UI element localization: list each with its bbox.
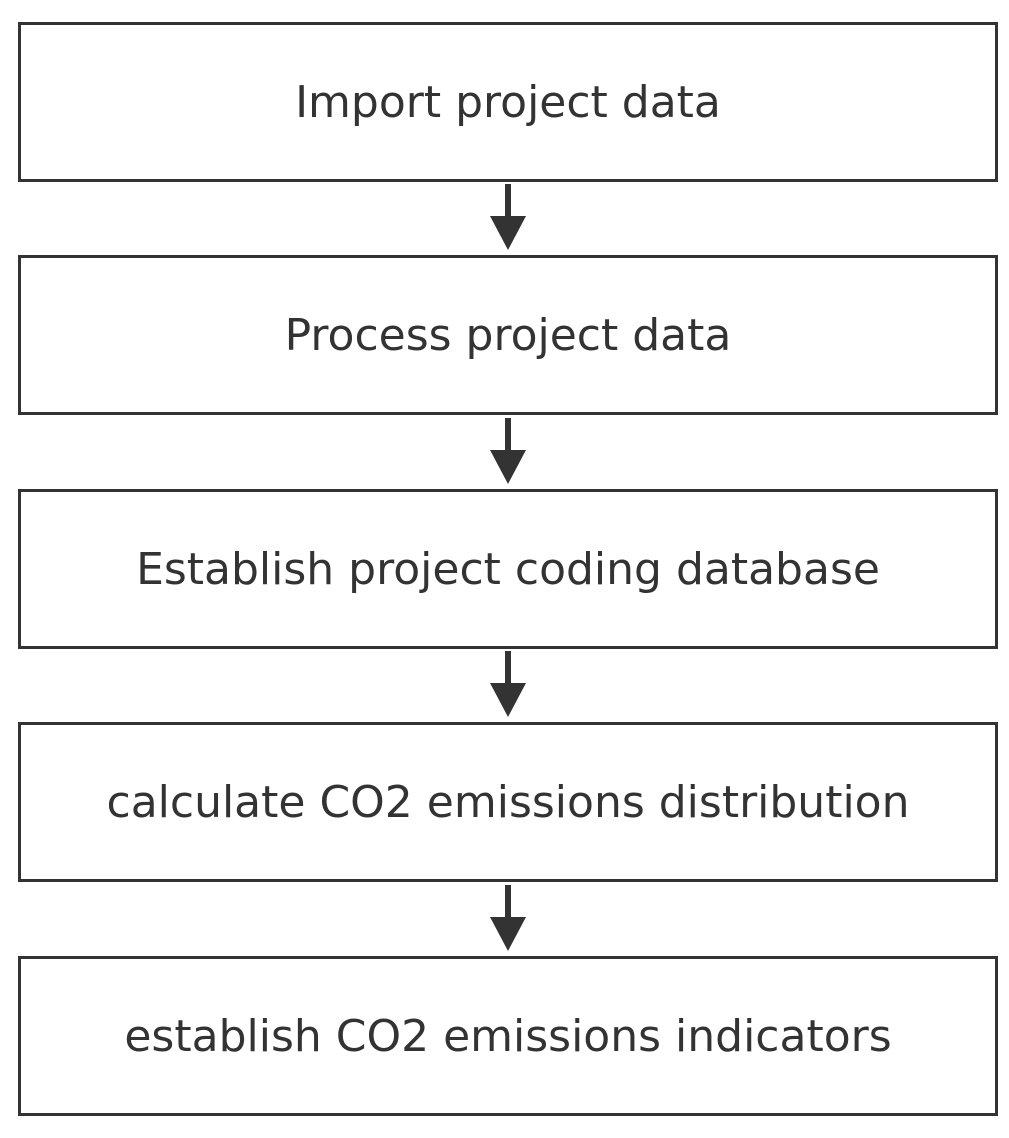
- step-label: Establish project coding database: [136, 543, 880, 595]
- down-arrow-icon: [490, 885, 526, 951]
- step-box-establish-coding-database: Establish project coding database: [18, 489, 998, 649]
- step-box-process-project-data: Process project data: [18, 255, 998, 415]
- step-box-import-project-data: Import project data: [18, 22, 998, 182]
- step-label: Import project data: [295, 76, 721, 128]
- step-box-calculate-co2-distribution: calculate CO2 emissions distribution: [18, 722, 998, 882]
- down-arrow-icon: [490, 184, 526, 250]
- down-arrow-icon: [490, 418, 526, 484]
- step-label: calculate CO2 emissions distribution: [106, 776, 910, 828]
- step-label: establish CO2 emissions indicators: [124, 1010, 892, 1062]
- step-label: Process project data: [284, 309, 732, 361]
- down-arrow-icon: [490, 651, 526, 717]
- step-box-establish-co2-indicators: establish CO2 emissions indicators: [18, 956, 998, 1116]
